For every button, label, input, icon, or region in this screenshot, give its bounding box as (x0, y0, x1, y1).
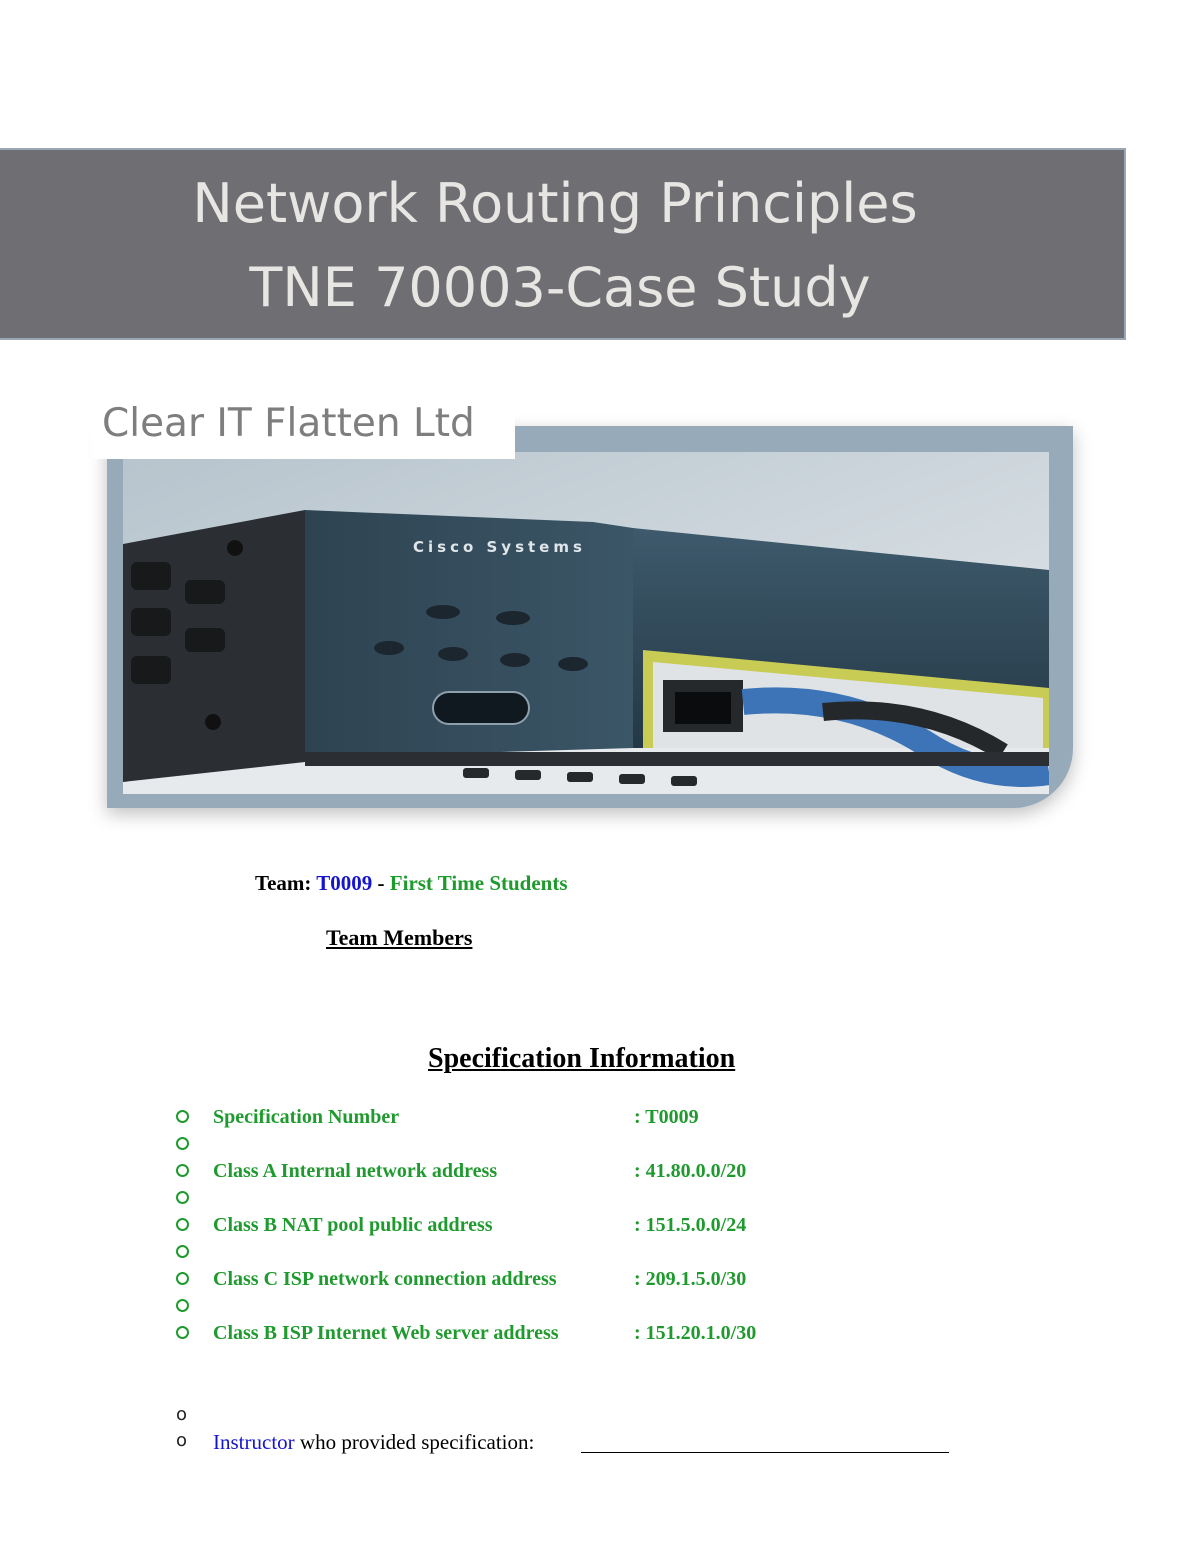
bullet-icon (176, 1218, 189, 1231)
spec-value: : 209.1.5.0/30 (634, 1268, 747, 1290)
team-name: First Time Students (389, 871, 568, 895)
team-code: T0009 (316, 871, 373, 895)
spec-label: Class A Internal network address (213, 1160, 498, 1182)
o-bullet: o (176, 1430, 188, 1451)
bullet-icon (176, 1110, 189, 1123)
title-banner: Network Routing Principles TNE 70003-Cas… (0, 148, 1126, 340)
bullet-icon (176, 1245, 189, 1258)
spec-label: Class B ISP Internet Web server address (213, 1322, 559, 1344)
instructor-rest: who provided specification: (294, 1430, 535, 1454)
o-bullet: o (176, 1404, 188, 1425)
router-photo: Cisco Systems (123, 452, 1049, 794)
instructor-keyword: Instructor (213, 1430, 295, 1454)
router-photo-frame: Cisco Systems (107, 426, 1073, 808)
spec-label: Specification Number (213, 1106, 400, 1128)
team-line: Team: T0009 - First Time Students (255, 871, 568, 896)
bullet-icon (176, 1137, 189, 1150)
bullet-icon (176, 1272, 189, 1285)
spec-label: Class C ISP network connection address (213, 1268, 557, 1290)
spec-value: : 41.80.0.0/20 (634, 1160, 747, 1182)
document-subtitle: TNE 70003-Case Study (249, 256, 871, 319)
document-title: Network Routing Principles (192, 172, 918, 235)
spec-value: : T0009 (634, 1106, 699, 1128)
spec-value: : 151.5.0.0/24 (634, 1214, 747, 1236)
instructor-text: Instructor who provided specification: (213, 1430, 534, 1455)
signature-line (581, 1452, 949, 1453)
spec-value: : 151.20.1.0/30 (634, 1322, 757, 1344)
bullet-icon (176, 1164, 189, 1177)
spec-label: Class B NAT pool public address (213, 1214, 493, 1236)
cisco-brand-text: Cisco Systems (413, 538, 586, 556)
bullet-icon (176, 1326, 189, 1339)
team-dash: - (377, 871, 385, 895)
bullet-icon (176, 1299, 189, 1312)
spec-heading: Specification Information (428, 1043, 736, 1074)
team-label: Team: (255, 871, 312, 895)
company-name-tab: Clear IT Flatten Ltd (92, 393, 515, 459)
company-name: Clear IT Flatten Ltd (102, 401, 475, 446)
team-members-heading: Team Members (326, 925, 473, 950)
bullet-icon (176, 1191, 189, 1204)
